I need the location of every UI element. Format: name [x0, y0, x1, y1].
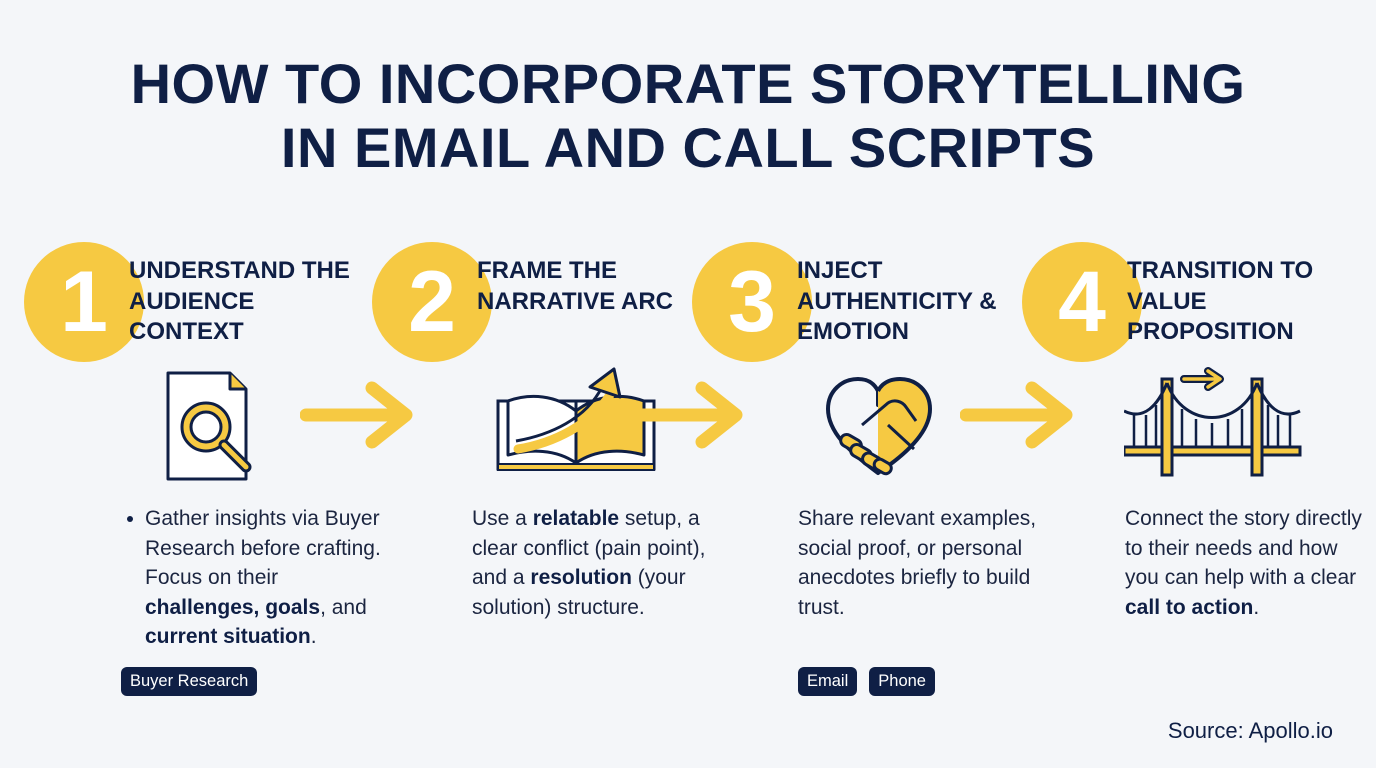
- source-credit: Source: Apollo.io: [1167, 718, 1333, 743]
- step-description: Share relevant examples, social proof, o…: [798, 507, 1037, 619]
- page-title: HOW TO INCORPORATE STORYTELLING IN EMAIL…: [0, 52, 1376, 180]
- step-number-badge: 1: [24, 242, 144, 362]
- right-arrow-icon: [630, 380, 750, 450]
- step-description: Connect the story directly to their need…: [1125, 507, 1362, 619]
- heart-handshake-icon: [818, 365, 998, 485]
- tag-group: Buyer Research: [121, 667, 258, 696]
- step-number-badge: 3: [692, 242, 812, 362]
- step-3: 3 Inject authenticity & emotion Share re…: [692, 242, 1036, 702]
- bullet-dot: [127, 516, 133, 522]
- title-line-2: IN EMAIL AND CALL SCRIPTS: [280, 116, 1096, 179]
- step-title: Inject authenticity & emotion: [797, 257, 997, 345]
- step-4: 4 Transition to value proposition Connec…: [1022, 242, 1362, 702]
- book-growth-arrow-icon: [490, 365, 670, 485]
- tag-email[interactable]: Email: [798, 667, 858, 696]
- step-description: Gather insights via Buyer Research befor…: [127, 504, 385, 652]
- step-number-badge: 4: [1022, 242, 1142, 362]
- title-line-1: HOW TO INCORPORATE STORYTELLING: [130, 52, 1246, 115]
- step-2: 2 Frame the narrative arc Use a relatabl…: [372, 242, 705, 702]
- step-1: 1 Understand the audience context Gather…: [24, 242, 381, 702]
- tag-phone[interactable]: Phone: [869, 667, 935, 696]
- step-description: Use a relatable setup, a clear conflict …: [472, 507, 706, 619]
- document-magnifier-icon: [148, 365, 328, 485]
- right-arrow-icon: [960, 380, 1080, 450]
- step-title: Transition to value proposition: [1127, 257, 1314, 345]
- right-arrow-icon: [300, 380, 420, 450]
- step-number-badge: 2: [372, 242, 492, 362]
- step-title: Understand the audience context: [129, 257, 350, 345]
- tag-group: Email Phone: [798, 667, 935, 696]
- tag-buyer-research[interactable]: Buyer Research: [121, 667, 258, 696]
- step-title: Frame the narrative arc: [477, 257, 673, 315]
- bridge-arrow-icon: [1124, 365, 1304, 485]
